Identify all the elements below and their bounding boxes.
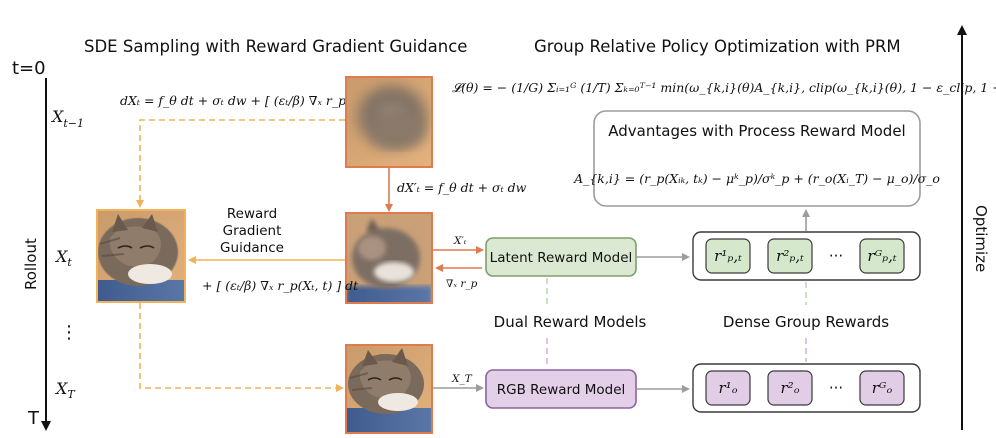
cat-image-blurry — [345, 76, 433, 168]
latent-reward-model — [485, 237, 637, 277]
rgb-reward-model — [485, 369, 637, 409]
outcome-reward-2: r²ₒ — [781, 379, 800, 397]
outcome-reward-chip-G — [859, 370, 905, 406]
sde-equation: dXₜ = f_θ dt + σₜ dw + [ (εₜ/β) ∇ₓ r_p(X… — [120, 93, 408, 108]
guidance-equation: + [ (εₜ/β) ∇ₓ r_p(Xₜ, t) ] dt — [202, 278, 359, 293]
left-title: SDE Sampling with Reward Gradient Guidan… — [84, 37, 467, 56]
rollout-dashed-path-1 — [136, 119, 345, 208]
optimize-label: Optimize — [972, 205, 990, 272]
timeline-dots: ⋮ — [60, 322, 78, 343]
advantages-box — [593, 110, 921, 207]
timeline-end: T — [27, 408, 40, 429]
process-reward-chip-2 — [767, 238, 813, 274]
dense-rewards-label: Dense Group Rewards — [723, 313, 889, 331]
advantage-equation: A_{k,i} = (r_p(Xᵢₖ, tₖ) − μᵏ_p)/σᵏ_p + (… — [573, 171, 940, 186]
x-T-arrow-label: X_T — [451, 373, 473, 385]
outcome-reward-G: rᴳₒ — [872, 379, 893, 397]
outcome-reward-chip-2 — [767, 370, 813, 406]
process-reward-2: r²ₚ,ₜ — [776, 247, 804, 265]
x-prev-label: Xt−1 — [50, 107, 84, 130]
dual-models-label: Dual Reward Models — [494, 313, 647, 331]
rgb-reward-model-label: RGB Reward Model — [497, 382, 626, 398]
outcome-reward-chip-1 — [705, 370, 751, 406]
reward-gradient-line3: Guidance — [220, 240, 284, 256]
process-reward-G: rᴳₚ,ₜ — [867, 247, 896, 265]
advantages-title: Advantages with Process Reward Model — [608, 122, 905, 140]
process-ellipsis: ··· — [829, 247, 843, 265]
x-T-label: XT — [54, 379, 76, 401]
rollout-label: Rollout — [22, 238, 40, 290]
outcome-ellipsis: ··· — [829, 379, 843, 397]
cat-image-clear — [96, 209, 186, 303]
latent-reward-model-label: Latent Reward Model — [490, 250, 633, 266]
rollout-dashed-path-2 — [139, 303, 344, 392]
x-prime-label: X′ₜ — [453, 235, 467, 247]
cat-image-final — [345, 344, 433, 434]
x-t-label: Xt — [54, 247, 72, 269]
reward-gradient-line2: Gradient — [223, 223, 282, 239]
grad-label: ∇ₓ r_p — [446, 278, 478, 290]
process-reward-1: r¹ₚ,ₜ — [714, 247, 742, 265]
right-title: Group Relative Policy Optimization with … — [534, 37, 901, 56]
outcome-reward-1: r¹ₒ — [719, 379, 738, 397]
process-reward-chip-G — [859, 238, 905, 274]
grpo-objective: 𝓛(θ) = − (1/G) Σᵢ₌₁ᴳ (1/T) Σₖ₌₀ᵀ⁻¹ min(ω… — [452, 80, 996, 95]
process-reward-chip-1 — [705, 238, 751, 274]
timeline-start: t=0 — [12, 58, 46, 79]
cat-image-semi-clear — [345, 212, 433, 304]
reward-gradient-line1: Reward — [227, 206, 277, 222]
ode-step-equation: dX′ₜ = f_θ dt + σₜ dw — [397, 180, 527, 195]
